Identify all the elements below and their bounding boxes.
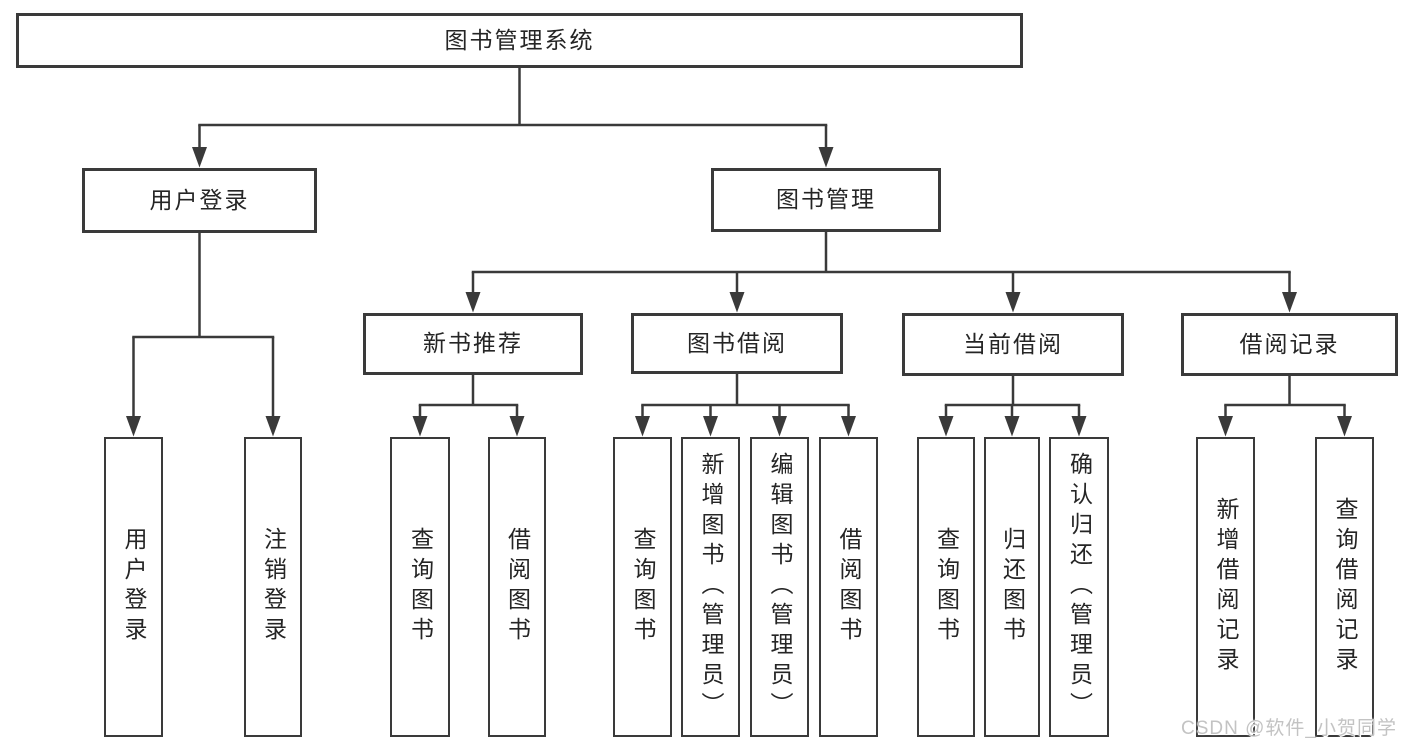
node-label: 查询图书 (630, 527, 656, 647)
node-label: 新增借阅记录 (1213, 497, 1239, 677)
node-nbr-borrow-book: 借阅图书 (488, 437, 546, 737)
arrowhead-icon (1005, 292, 1021, 313)
node-borrow-record: 借阅记录 (1181, 313, 1398, 376)
node-new-book-rec: 新书推荐 (363, 313, 583, 375)
node-logout: 注销登录 (244, 437, 302, 737)
arrowhead-icon (729, 292, 745, 313)
node-bb-borrow-book: 借阅图书 (819, 437, 878, 737)
node-label: 用户登录 (121, 527, 147, 647)
watermark: CSDN @软件_小贺同学 (1181, 718, 1397, 739)
node-label: 借阅图书 (836, 527, 862, 647)
node-user-login: 用户登录 (82, 168, 317, 233)
arrowhead-icon (1004, 416, 1020, 437)
arrowhead-icon (1218, 416, 1233, 437)
arrowhead-icon (412, 416, 428, 437)
arrowhead-icon (1337, 416, 1352, 437)
node-bb-add-book: 新增图书（管理员） (681, 437, 740, 737)
node-current-borrow: 当前借阅 (902, 313, 1124, 376)
node-label: 新书推荐 (423, 330, 523, 357)
arrowhead-icon (126, 416, 141, 437)
node-label: 确认归还（管理员） (1066, 452, 1093, 722)
node-root: 图书管理系统 (16, 13, 1023, 68)
node-bb-edit-book: 编辑图书（管理员） (750, 437, 809, 737)
node-bb-query-book: 查询图书 (613, 437, 672, 737)
arrowhead-icon (703, 416, 718, 437)
node-br-query-record: 查询借阅记录 (1315, 437, 1374, 737)
arrowhead-icon (465, 292, 481, 313)
arrowhead-icon (265, 416, 281, 437)
arrowhead-icon (772, 416, 787, 437)
arrowhead-icon (841, 416, 856, 437)
node-cb-confirm-return: 确认归还（管理员） (1049, 437, 1109, 737)
arrowhead-icon (635, 416, 650, 437)
node-label: 查询图书 (933, 527, 960, 647)
node-label: 用户登录 (149, 186, 250, 213)
node-nbr-query-book: 查询图书 (390, 437, 450, 737)
node-cb-return-book: 归还图书 (984, 437, 1040, 737)
node-br-add-record: 新增借阅记录 (1196, 437, 1255, 737)
node-label: 借阅图书 (504, 527, 531, 647)
node-label: 归还图书 (999, 527, 1026, 647)
node-label: 新增图书（管理员） (698, 452, 724, 722)
arrowhead-icon (1282, 292, 1297, 313)
node-login: 用户登录 (104, 437, 163, 737)
arrowhead-icon (192, 147, 207, 168)
node-label: 注销登录 (260, 527, 287, 647)
arrowhead-icon (938, 416, 954, 437)
arrowhead-icon (818, 147, 834, 168)
arrowhead-icon (1071, 416, 1087, 437)
node-label: 查询借阅记录 (1332, 497, 1358, 677)
arrowhead-icon (509, 416, 525, 437)
node-cb-query-book: 查询图书 (917, 437, 975, 737)
node-label: 查询图书 (407, 527, 434, 647)
node-label: 借阅记录 (1239, 330, 1340, 357)
node-book-borrow: 图书借阅 (631, 313, 843, 374)
node-label: 编辑图书（管理员） (767, 452, 793, 722)
node-label: 当前借阅 (963, 330, 1063, 357)
node-label: 图书管理系统 (444, 26, 595, 53)
node-label: 图书管理 (776, 186, 876, 213)
node-book-mgmt: 图书管理 (711, 168, 941, 232)
node-label: 图书借阅 (687, 329, 787, 356)
